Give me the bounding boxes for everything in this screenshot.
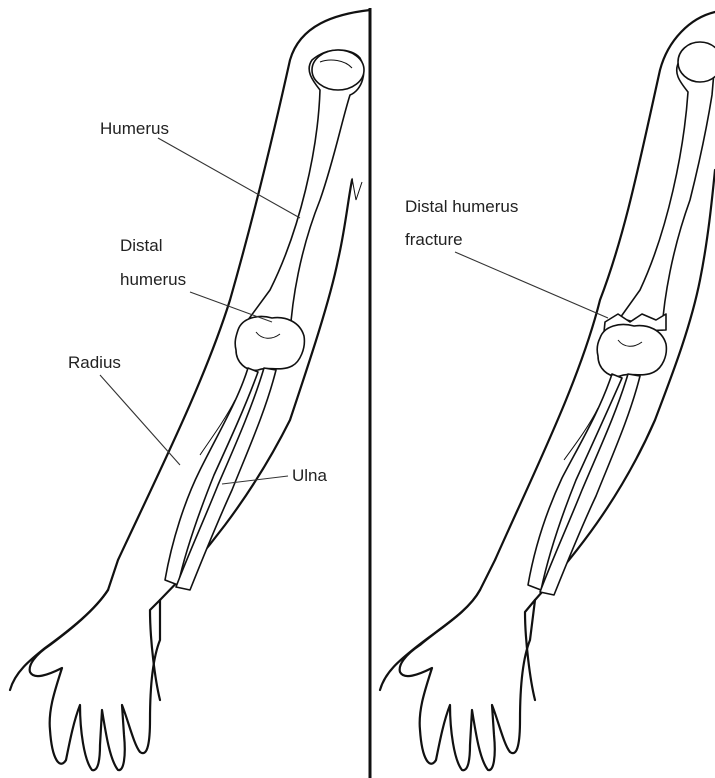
humerus-label: Humerus xyxy=(100,119,169,138)
distal-humerus-label-line2: humerus xyxy=(120,270,186,289)
left-panel-normal-arm: Humerus Distal humerus Radius Ulna xyxy=(10,10,370,770)
fracture-label-line2: fracture xyxy=(405,230,463,249)
radius-label: Radius xyxy=(68,353,121,372)
right-hand-outline xyxy=(400,590,535,770)
left-hand-outline xyxy=(30,590,160,770)
fracture-label-line1: Distal humerus xyxy=(405,197,518,216)
right-panel-fractured-arm: Distal humerus fracture xyxy=(380,12,715,770)
distal-humerus-label-line1: Distal xyxy=(120,236,163,255)
radius-leader-line xyxy=(100,375,180,465)
right-ulna-bone xyxy=(540,374,640,595)
left-arm-outline xyxy=(10,10,370,700)
left-radius-bone xyxy=(165,368,258,585)
humerus-leader-line xyxy=(158,138,300,218)
left-elbow-crease xyxy=(352,178,362,200)
ulna-label: Ulna xyxy=(292,466,328,485)
right-radius-bone xyxy=(528,374,622,590)
fracture-leader-line xyxy=(455,252,608,318)
